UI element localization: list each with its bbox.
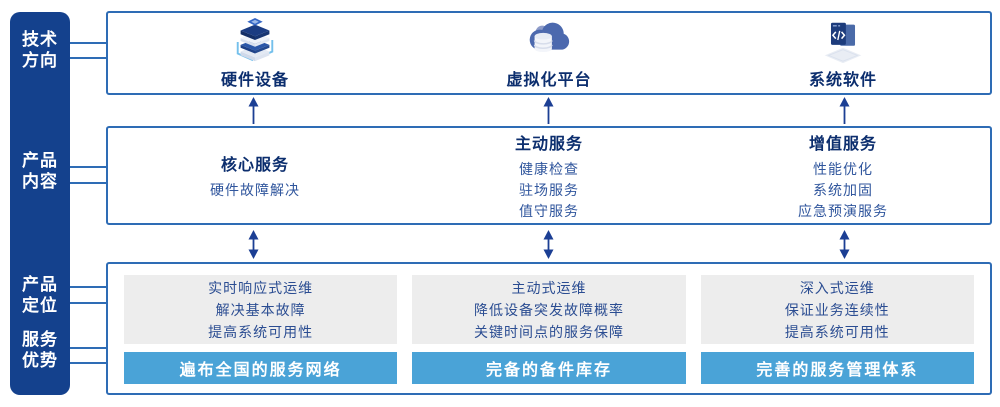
positioning-line: 提高系统可用性 [784, 323, 890, 340]
positioning-line: 关键时间点的服务保障 [473, 323, 624, 340]
double-arrow-icon [401, 230, 696, 259]
server-stack-icon [230, 17, 280, 65]
service-item: 值守服务 [519, 202, 579, 219]
tech-label-system-software: 系统软件 [808, 71, 877, 89]
double-arrow-icon [697, 230, 992, 259]
arrows-content-to-tech [106, 97, 992, 124]
positioning-col-deep: 深入式运维 保证业务连续性 提高系统可用性 完善的服务管理体系 [700, 275, 974, 384]
service-item: 系统加固 [813, 181, 873, 198]
positioning-line: 降低设备突发故障概率 [473, 301, 624, 318]
service-item: 驻场服务 [519, 181, 579, 198]
product-content-panel: 核心服务 硬件故障解决 主动服务 健康检查 驻场服务 值守服务 增值服务 性能优… [106, 126, 992, 225]
up-arrow-icon [106, 97, 401, 124]
up-arrow-icon [697, 97, 992, 124]
positioning-line: 解决基本故障 [215, 301, 306, 318]
service-item: 性能优化 [813, 160, 873, 177]
tech-item-system-software: 系统软件 [696, 13, 990, 93]
positioning-col-realtime: 实时响应式运维 解决基本故障 提高系统可用性 遍布全国的服务网络 [124, 275, 398, 384]
up-arrow-icon [401, 97, 696, 124]
service-item: 硬件故障解决 [210, 181, 300, 198]
advantage-banner: 完善的服务管理体系 [700, 352, 974, 384]
positioning-line: 深入式运维 [799, 279, 875, 296]
arrows-positioning-to-content [106, 230, 992, 259]
tech-direction-panel: 硬件设备 虚拟化平台 [106, 11, 992, 95]
sidebar-label-tech-direction: 技术 方向 [22, 30, 58, 70]
service-col-proactive: 主动服务 健康检查 驻场服务 值守服务 [402, 128, 696, 223]
positioning-text-box: 主动式运维 降低设备突发故障概率 关键时间点的服务保障 [412, 275, 686, 344]
positioning-advantage-panel: 实时响应式运维 解决基本故障 提高系统可用性 遍布全国的服务网络 主动式运维 降… [106, 262, 992, 395]
sidebar-label-product-content: 产品 内容 [22, 151, 58, 191]
connector-line [68, 362, 107, 364]
connector-line [68, 57, 107, 59]
positioning-line: 提高系统可用性 [208, 323, 314, 340]
connector-line [68, 166, 107, 168]
connector-line [68, 347, 107, 349]
service-title: 核心服务 [220, 156, 289, 174]
service-item: 健康检查 [519, 160, 579, 177]
double-arrow-icon [106, 230, 401, 259]
sidebar-label-service-advantage: 服务 优势 [22, 330, 58, 370]
positioning-col-proactive: 主动式运维 降低设备突发故障概率 关键时间点的服务保障 完备的备件库存 [412, 275, 686, 384]
connector-line [68, 286, 107, 288]
advantage-banner: 完备的备件库存 [412, 352, 686, 384]
tech-item-hardware: 硬件设备 [108, 13, 402, 93]
connector-line [68, 42, 107, 44]
advantage-banner: 遍布全国的服务网络 [124, 352, 398, 384]
service-title: 增值服务 [808, 135, 877, 153]
positioning-line: 实时响应式运维 [208, 279, 314, 296]
tech-label-hardware: 硬件设备 [220, 71, 289, 89]
service-col-core: 核心服务 硬件故障解决 [108, 128, 402, 223]
service-title: 主动服务 [514, 135, 583, 153]
connector-line [68, 302, 107, 304]
positioning-line: 主动式运维 [511, 279, 587, 296]
cloud-database-icon [524, 17, 574, 65]
positioning-text-box: 深入式运维 保证业务连续性 提高系统可用性 [700, 275, 974, 344]
service-item: 应急预演服务 [798, 202, 888, 219]
positioning-text-box: 实时响应式运维 解决基本故障 提高系统可用性 [124, 275, 398, 344]
sidebar: 技术 方向 产品 内容 产品 定位 服务 优势 [10, 12, 70, 395]
code-window-icon [818, 17, 868, 65]
tech-label-virtualization: 虚拟化平台 [506, 71, 592, 89]
connector-line [68, 182, 107, 184]
positioning-line: 保证业务连续性 [784, 301, 890, 318]
sidebar-label-product-positioning: 产品 定位 [22, 275, 58, 315]
tech-item-virtualization: 虚拟化平台 [402, 13, 696, 93]
service-col-value-added: 增值服务 性能优化 系统加固 应急预演服务 [696, 128, 990, 223]
